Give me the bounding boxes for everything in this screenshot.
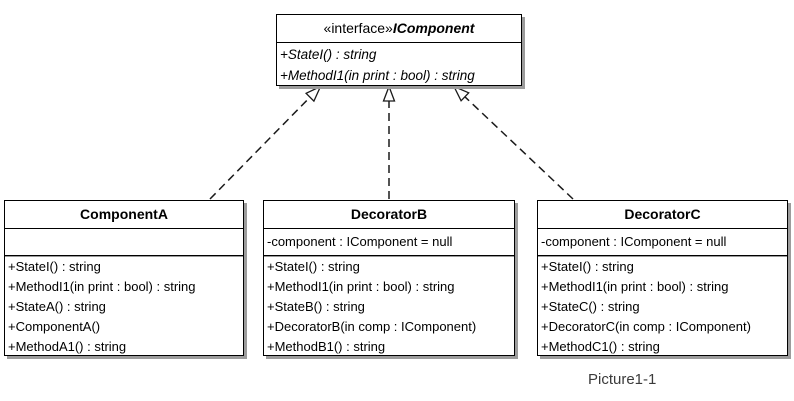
method-item: +MethodI1(in print : bool) : string	[8, 279, 196, 294]
method-item: +StateI() : string	[8, 259, 101, 274]
methods-compartment: +StateI() : string +MethodI1(in print : …	[5, 256, 243, 357]
method-item: +DecoratorB(in comp : IComponent)	[267, 319, 477, 334]
method-item: +StateB() : string	[267, 299, 365, 314]
interface-stereotype: «interface»	[323, 20, 393, 36]
methods-compartment: +StateI() : string +MethodI1(in print : …	[264, 256, 514, 357]
realization-arrow-decoratorc	[452, 85, 574, 200]
method-item: +ComponentA()	[8, 319, 101, 334]
hollow-triangle-arrowhead	[382, 84, 396, 102]
method-item: +StateI() : string	[267, 259, 360, 274]
class-name: DecoratorC	[538, 201, 787, 229]
hollow-triangle-arrowhead	[452, 85, 470, 102]
class-box-componenta: ComponentA +StateI() : string +MethodI1(…	[4, 200, 244, 356]
method-item: +MethodA1() : string	[8, 339, 127, 354]
class-box-decoratorc: DecoratorC -component : IComponent = nul…	[537, 200, 788, 356]
interface-methods-compartment: +StateI() : string +MethodI1(in print : …	[277, 43, 521, 86]
method-item: +MethodI1(in print : bool) : string	[280, 68, 475, 83]
hollow-triangle-arrowhead	[304, 85, 322, 103]
attributes-compartment: -component : IComponent = null	[538, 229, 787, 256]
realization-arrow-decoratorb	[382, 84, 396, 199]
realization-arrow-componenta	[209, 85, 322, 200]
attributes-compartment-empty	[5, 229, 243, 256]
method-item: +StateA() : string	[8, 299, 106, 314]
method-item: +MethodC1() : string	[541, 339, 660, 354]
method-item: +MethodB1() : string	[267, 339, 386, 354]
method-item: +StateI() : string	[541, 259, 634, 274]
interface-name: IComponent	[392, 20, 475, 36]
figure-caption: Picture1-1	[588, 371, 657, 388]
attributes-compartment: -component : IComponent = null	[264, 229, 514, 256]
class-name: DecoratorB	[264, 201, 514, 229]
method-item: +StateI() : string	[280, 47, 377, 62]
method-item: +StateC() : string	[541, 299, 640, 314]
method-item: +DecoratorC(in comp : IComponent)	[541, 319, 751, 334]
class-name: ComponentA	[5, 201, 243, 229]
class-box-decoratorb: DecoratorB -component : IComponent = nul…	[263, 200, 515, 356]
method-item: +MethodI1(in print : bool) : string	[541, 279, 729, 294]
interface-title: «interface»IComponent	[277, 15, 521, 43]
method-item: +MethodI1(in print : bool) : string	[267, 279, 455, 294]
methods-compartment: +StateI() : string +MethodI1(in print : …	[538, 256, 787, 357]
class-box-icomponent: «interface»IComponent +StateI() : string…	[276, 14, 522, 86]
